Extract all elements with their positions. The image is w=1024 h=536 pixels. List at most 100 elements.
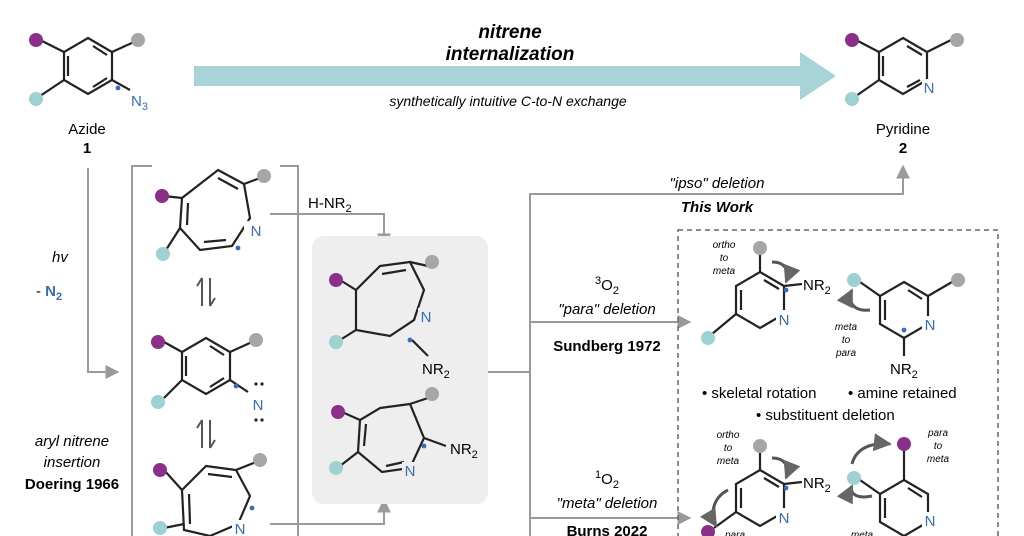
n-dot	[901, 327, 907, 333]
pyridine-number: 2	[899, 140, 907, 157]
doering-line2: insertion	[44, 454, 101, 471]
gray-substituent	[249, 333, 263, 347]
pyridine-n: N	[779, 312, 790, 329]
pyridine-n: N	[925, 513, 936, 530]
n-dot	[783, 485, 789, 491]
equilibrium-arrow-1	[196, 277, 216, 307]
meta-product-1	[713, 450, 803, 529]
teal-substituent	[701, 331, 715, 345]
n-dot	[421, 443, 427, 449]
purple-substituent	[153, 463, 167, 477]
migration-arrow	[771, 260, 801, 284]
azide-structure	[39, 36, 135, 97]
azepine-bottom-n: N	[235, 521, 246, 536]
gray-substituent	[257, 169, 271, 183]
aryl-nitrene	[163, 336, 253, 399]
pyridine-n: N	[924, 80, 935, 97]
n-dot	[407, 337, 413, 343]
amine-reagent: H-NR2	[308, 195, 352, 215]
migration-arrow	[699, 488, 729, 528]
prior-work-box	[677, 229, 999, 536]
nr2-group: NR2	[890, 361, 918, 381]
meta-label: meta	[717, 456, 740, 467]
gray-substituent	[950, 33, 964, 47]
meta-product-2	[859, 450, 930, 536]
sundberg-ref: Sundberg 1972	[553, 338, 661, 355]
teal-substituent	[847, 471, 861, 485]
ortho-label: ortho	[713, 240, 736, 251]
this-work-label: This Work	[681, 199, 754, 216]
amino-azepine-bottom	[339, 396, 447, 474]
purple-substituent	[897, 437, 911, 451]
triplet-o2: 3O2	[595, 275, 619, 297]
azepine-n: N	[405, 463, 416, 480]
pyridine-n: N	[925, 317, 936, 334]
azide-number: 1	[83, 140, 91, 157]
purple-substituent	[151, 335, 165, 349]
meta-label: meta	[927, 454, 950, 465]
singlet-o2: 1O2	[595, 469, 619, 491]
teal-substituent	[845, 92, 859, 106]
para-label: para	[835, 348, 856, 359]
hv-label: hv	[52, 249, 69, 266]
n2-loss-label: - N2	[36, 283, 62, 303]
title-line2: internalization	[446, 44, 575, 65]
gray-substituent	[425, 255, 439, 269]
teal-substituent	[156, 247, 170, 261]
amine-addition-arrow-top	[270, 213, 391, 248]
migration-arrow	[836, 288, 871, 312]
para-product-2	[859, 280, 953, 356]
burns-ref: Burns 2022	[567, 523, 648, 536]
meta-label: meta	[851, 530, 874, 536]
pyridine-structure	[855, 36, 952, 97]
purple-substituent	[701, 525, 715, 536]
pyridine-label: Pyridine	[876, 121, 930, 138]
bullet-skeletal-rotation: • skeletal rotation	[702, 385, 816, 402]
n-dot	[249, 505, 255, 511]
teal-substituent	[151, 395, 165, 409]
ipso-arrow	[529, 164, 910, 536]
nitrene-n: N	[253, 397, 264, 414]
doering-line1: aryl nitrene	[35, 433, 109, 450]
gray-substituent	[425, 387, 439, 401]
teal-substituent	[329, 335, 343, 349]
n-dot	[235, 245, 241, 251]
n-dot	[783, 287, 789, 293]
nitrene-internalization-arrow	[194, 52, 836, 100]
gray-substituent	[753, 241, 767, 255]
teal-substituent	[153, 521, 167, 535]
bracket-right	[280, 165, 299, 536]
nitrene-dot	[115, 85, 121, 91]
nr2-group: NR2	[803, 277, 831, 297]
doering-line3: Doering 1966	[25, 476, 119, 493]
migration-arrow	[836, 484, 873, 505]
bracket-left	[131, 165, 152, 536]
azide-label: Azide	[68, 121, 106, 138]
n-dot	[233, 383, 239, 389]
purple-substituent	[29, 33, 43, 47]
bullet-substituent-deletion: • substituent deletion	[756, 407, 895, 424]
to-label: to	[720, 253, 729, 264]
migration-arrow	[850, 433, 892, 465]
title-line1: nitrene	[478, 22, 542, 43]
purple-substituent	[155, 189, 169, 203]
amine-addition-arrow-bottom	[270, 498, 391, 525]
purple-substituent	[845, 33, 859, 47]
photolysis-arrow	[87, 168, 120, 379]
para-label: para	[927, 428, 948, 439]
pyridine-n: N	[779, 510, 790, 527]
para-product-1	[711, 252, 803, 335]
nr2-group: NR2	[450, 441, 478, 461]
teal-substituent	[847, 273, 861, 287]
para-label: para	[724, 530, 745, 536]
to-label: to	[934, 441, 943, 452]
nr2-group: NR2	[803, 475, 831, 495]
nr2-group: NR2	[422, 361, 450, 381]
gray-substituent	[753, 439, 767, 453]
meta-label: meta	[835, 322, 858, 333]
para-deletion-label: "para" deletion	[558, 301, 655, 318]
ortho-label: ortho	[717, 430, 740, 441]
to-label: to	[724, 443, 733, 454]
teal-substituent	[329, 461, 343, 475]
